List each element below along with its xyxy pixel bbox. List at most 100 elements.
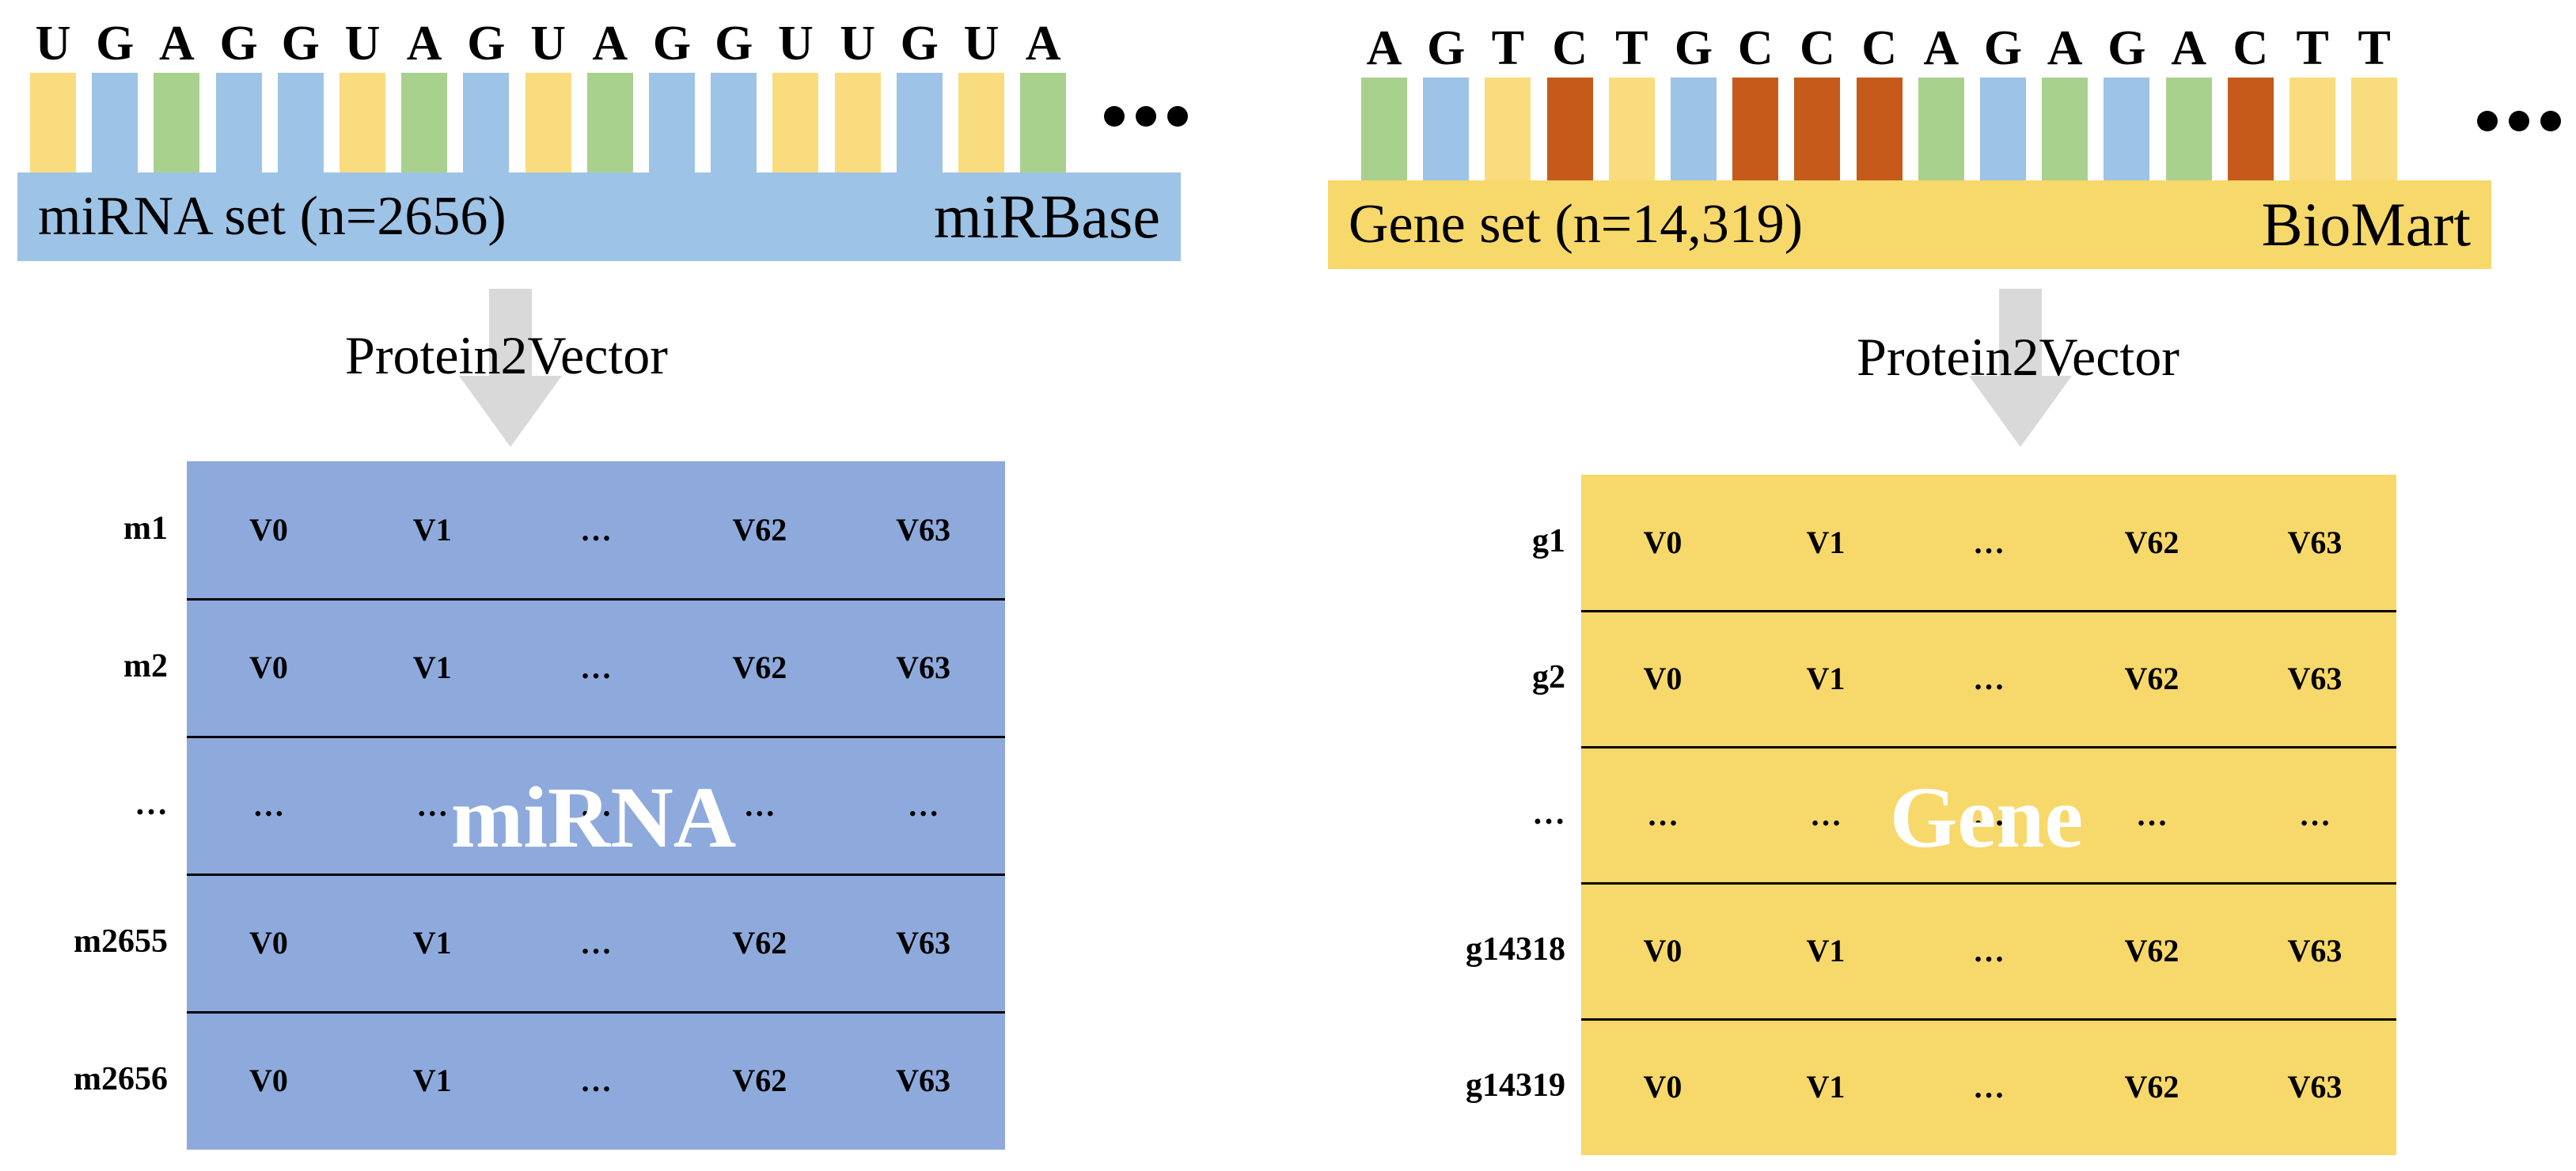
gene-matrix-cell: V63 xyxy=(2287,933,2343,968)
mirna-matrix-cell: V62 xyxy=(732,650,787,685)
gene-nucleotide-letter: G xyxy=(1983,21,2023,75)
mirna-matrix-cell: V62 xyxy=(732,925,787,961)
gene-matrix-cell: V1 xyxy=(1806,525,1846,560)
gene-down-arrow xyxy=(1969,289,2072,447)
gene-nucleotide-letter: C xyxy=(2233,21,2269,75)
gene-nucleotide-letter: G xyxy=(2107,21,2146,75)
gene-nucleotide-letter: C xyxy=(1800,21,1835,75)
gene-matrix-cell: V1 xyxy=(1806,933,1846,968)
gene-matrix-cell: … xyxy=(1973,933,2005,968)
mirna-matrix-row: …………… xyxy=(187,737,1005,874)
mirna-nucleotide-letter: G xyxy=(467,17,506,70)
gene-nucleotide-letter: C xyxy=(1552,21,1588,75)
gene-matrix-cell: … xyxy=(2136,797,2168,832)
mirna-row-label: … xyxy=(135,786,168,822)
mirna-matrix-cell: … xyxy=(416,787,449,823)
mirna-matrix-row: V0 V1 … V62 V63 xyxy=(187,874,1005,1012)
gene-nucleotide-bar xyxy=(1980,78,2026,180)
mirna-matrix-cell: … xyxy=(580,1063,612,1098)
gene-nucleotide-bar xyxy=(2227,78,2274,180)
gene-row-divider xyxy=(1581,1018,2396,1021)
gene-nucleotide-bar xyxy=(2042,78,2088,180)
mirna-matrix-cell: V0 xyxy=(248,925,288,961)
gene-matrix-cell: … xyxy=(1973,661,2005,696)
gene-row-label: g2 xyxy=(1532,659,1565,695)
mirna-sequence-ellipsis xyxy=(1104,106,1188,127)
mirna-nucleotide-bar xyxy=(154,73,200,172)
gene-nucleotide-letter: T xyxy=(2358,21,2391,75)
mirna-matrix-cell: V1 xyxy=(412,1063,452,1098)
gene-sequence-ellipsis xyxy=(2477,111,2561,131)
mirna-nucleotide-letter: A xyxy=(1025,17,1061,70)
mirna-row-label: m1 xyxy=(123,510,168,547)
mirna-nucleotide-bar xyxy=(340,73,385,172)
mirna-nucleotide-letter: G xyxy=(281,17,320,70)
gene-nucleotide-bar xyxy=(2104,78,2150,180)
gene-set-label: Gene set (n=14,319) xyxy=(1349,194,1804,255)
gene-nucleotide-bar xyxy=(2165,78,2212,180)
gene-nucleotide-letter: A xyxy=(1923,21,1960,75)
gene-nucleotide-letter: A xyxy=(2171,21,2206,75)
mirna-nucleotide-letter: U xyxy=(344,17,381,70)
mirna-nucleotide-bar xyxy=(401,73,448,172)
gene-row-label: g1 xyxy=(1532,523,1565,559)
mirna-nucleotide-letter: U xyxy=(963,17,1000,70)
mirna-nucleotide-letter: G xyxy=(652,17,692,70)
mirna-row-divider xyxy=(187,874,1005,876)
mirna-nucleotide-letter: U xyxy=(840,17,875,70)
gene-nucleotide-letter: G xyxy=(1674,21,1713,75)
gene-nucleotide-bar xyxy=(1608,78,1655,180)
gene-matrix-row: …………… xyxy=(1581,747,2396,883)
mirna-row-label: m2655 xyxy=(74,923,168,960)
gene-nucleotide-bar xyxy=(1671,78,1717,180)
mirna-nucleotide-bar xyxy=(92,73,138,172)
gene-row-label: … xyxy=(1532,795,1565,832)
mirna-nucleotide-bar xyxy=(711,73,757,172)
gene-matrix-cell: … xyxy=(1973,797,2005,832)
gene-source-label: BioMart xyxy=(2261,190,2471,259)
mirna-down-arrow xyxy=(459,289,562,447)
mirna-nucleotide-bar xyxy=(277,73,324,172)
mirna-nucleotide-bar xyxy=(772,73,819,172)
gene-nucleotide-letter: T xyxy=(1615,21,1648,75)
mirna-matrix-cell: V0 xyxy=(248,512,288,548)
gene-matrix-cell: V62 xyxy=(2124,1069,2180,1105)
mirna-method-label: Protein2Vector xyxy=(345,325,668,385)
gene-matrix-cell: V1 xyxy=(1806,661,1846,696)
gene-matrix-cell: V63 xyxy=(2287,1069,2343,1105)
gene-nucleotide-letter: C xyxy=(1737,21,1774,75)
mirna-nucleotide-letter: G xyxy=(900,17,939,70)
mirna-row-divider xyxy=(187,598,1005,601)
mirna-matrix-cell: … xyxy=(580,650,612,685)
mirna-nucleotide-letter: U xyxy=(778,17,814,70)
mirna-matrix-cell: V63 xyxy=(896,925,951,961)
gene-nucleotide-bar xyxy=(1856,78,1903,180)
gene-method-label: Protein2Vector xyxy=(1857,327,2180,387)
mirna-row-divider xyxy=(187,1011,1005,1014)
mirna-nucleotide-letter: G xyxy=(715,17,753,70)
gene-matrix-cell: V1 xyxy=(1806,1069,1846,1105)
gene-nucleotide-bar xyxy=(2290,78,2335,180)
mirna-nucleotide-letter: G xyxy=(219,17,258,70)
mirna-matrix-cell: V1 xyxy=(412,650,452,685)
gene-matrix-cell: V0 xyxy=(1643,661,1683,696)
gene-row-divider xyxy=(1581,882,2396,885)
gene-nucleotide-letter: T xyxy=(1491,21,1525,75)
gene-nucleotide-letter: A xyxy=(2047,21,2083,75)
mirna-matrix-cell: … xyxy=(580,512,612,548)
mirna-row-label: m2 xyxy=(123,648,168,684)
gene-matrix-cell: … xyxy=(1647,797,1679,832)
mirna-matrix-cell: … xyxy=(580,925,612,961)
gene-nucleotide-letter: G xyxy=(1427,21,1466,75)
mirna-nucleotide-bar xyxy=(586,73,633,172)
gene-nucleotide-bar xyxy=(1361,78,1407,180)
mirna-nucleotide-letter: A xyxy=(592,17,628,70)
gene-matrix-cell: V62 xyxy=(2124,525,2180,560)
mirna-matrix-cell: V1 xyxy=(412,925,452,961)
